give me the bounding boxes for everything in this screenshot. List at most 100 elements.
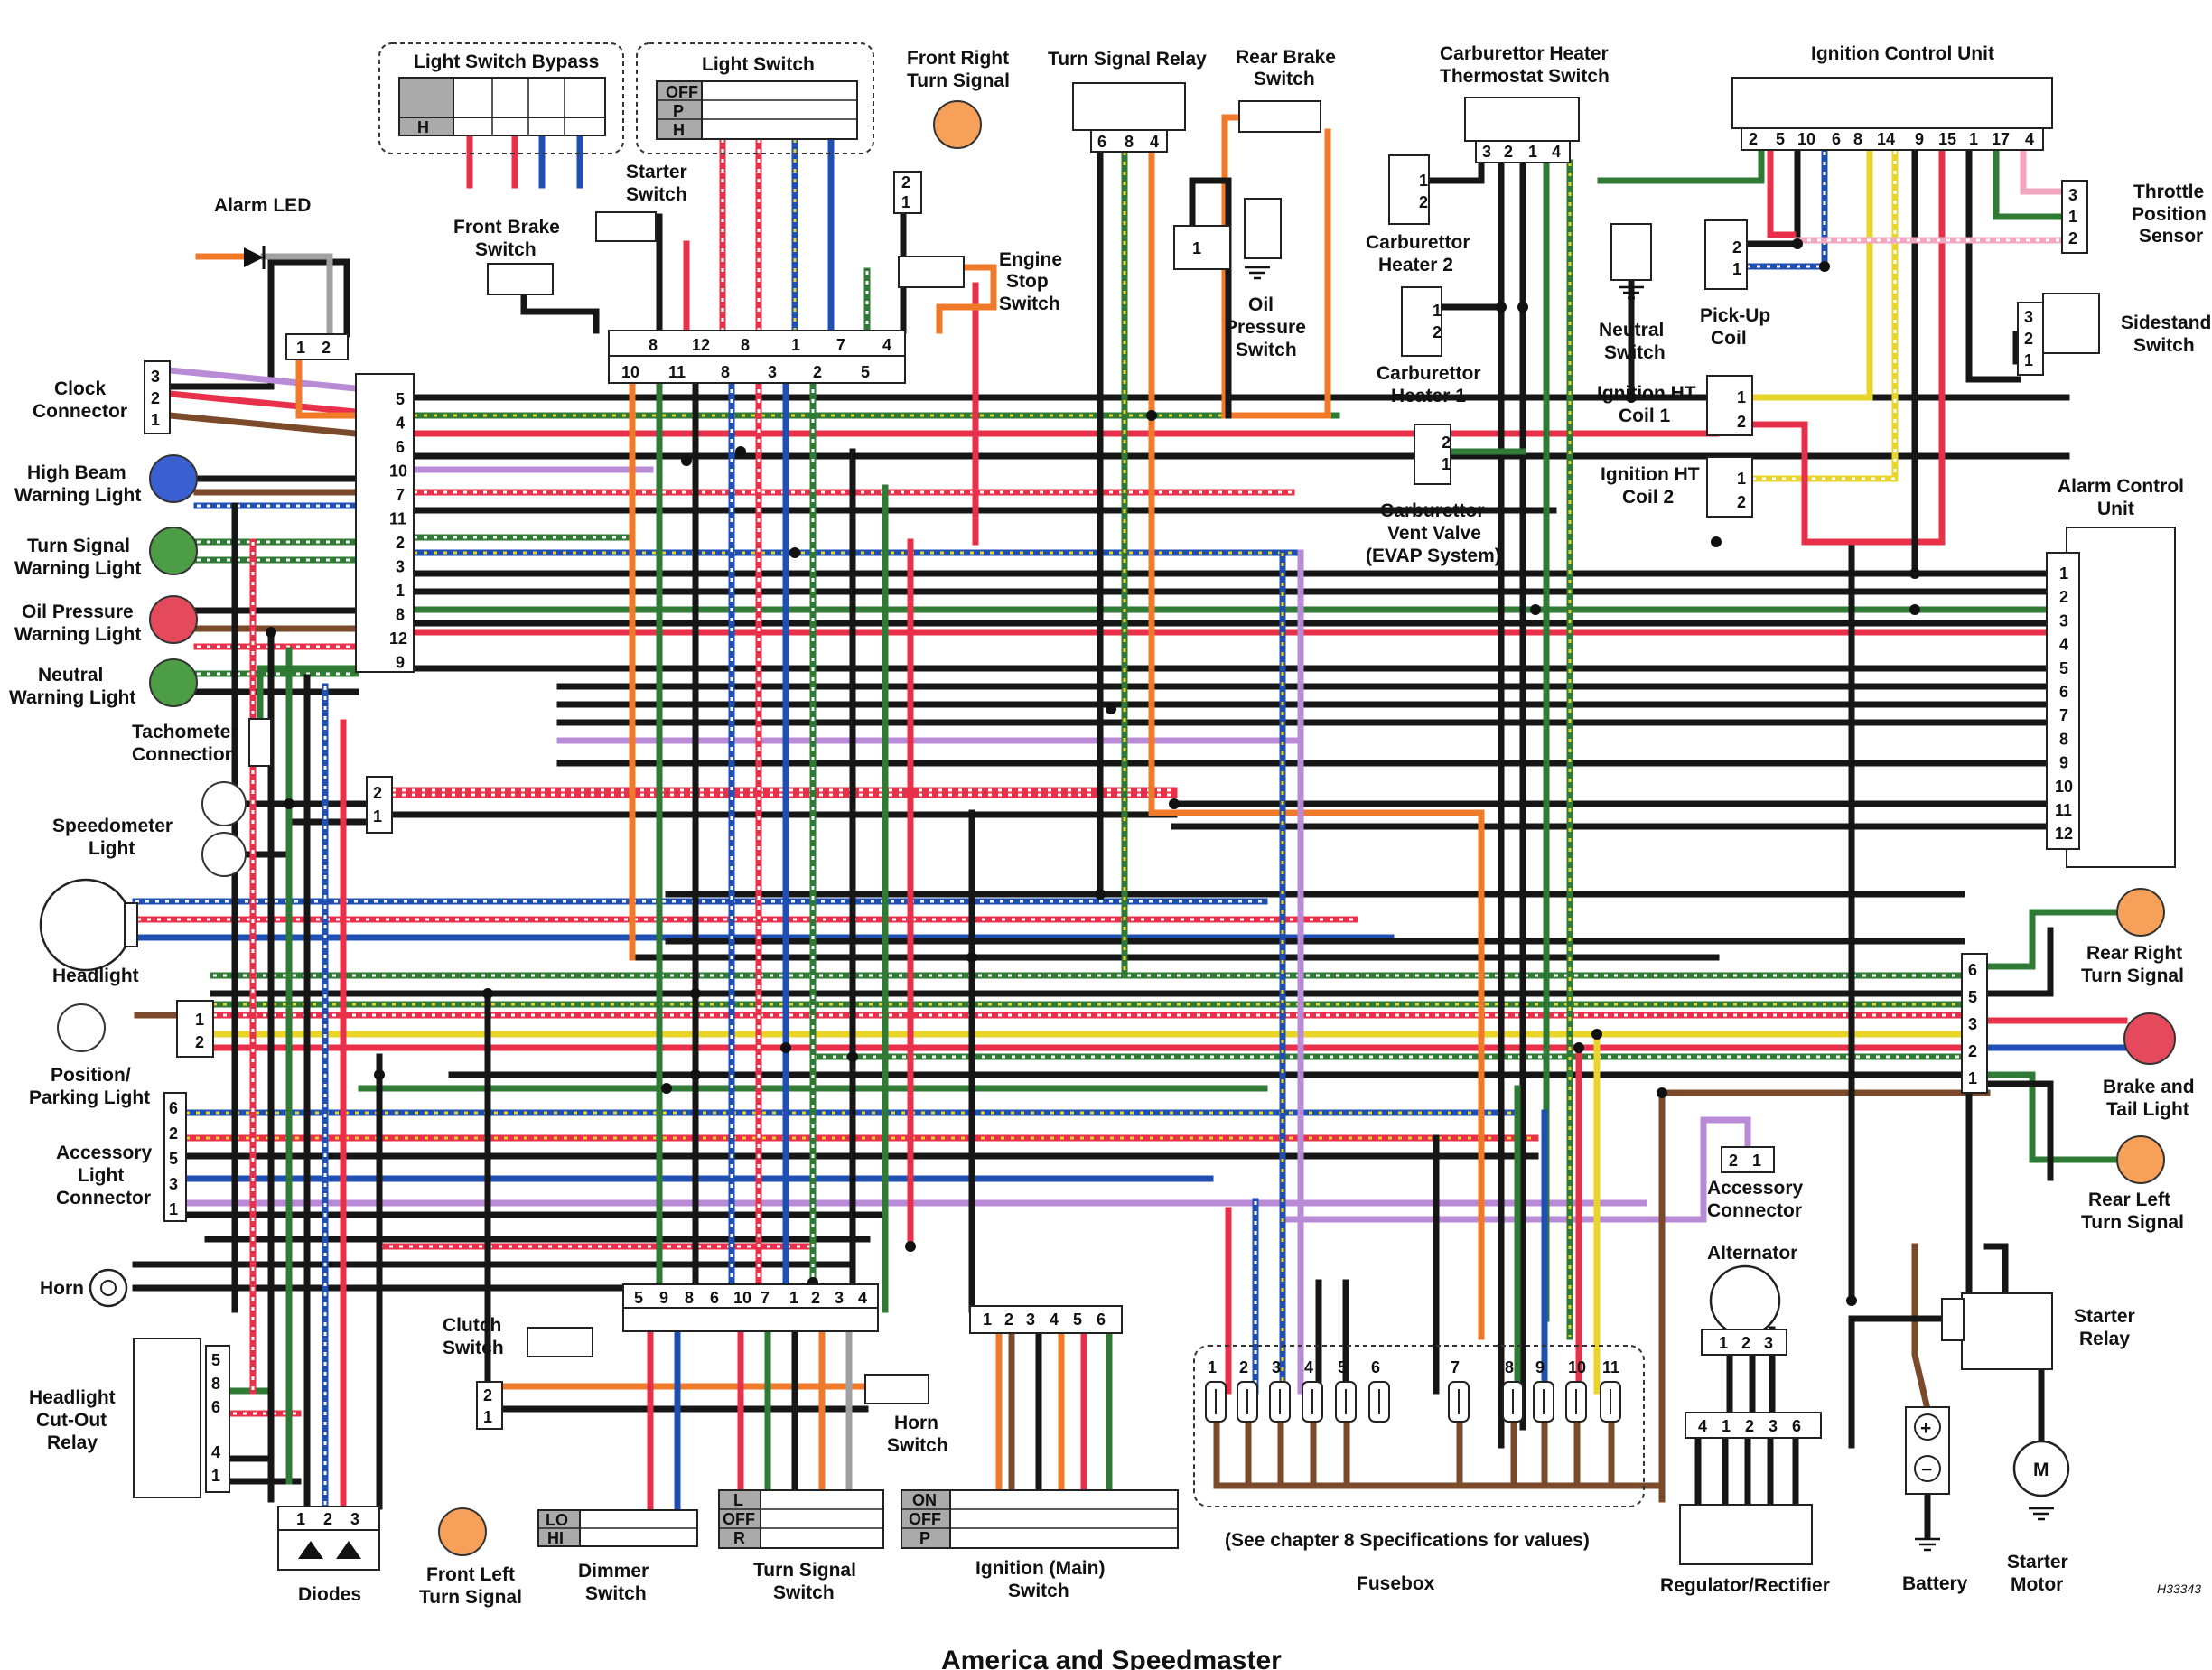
wire [2020, 146, 2066, 195]
clutch-switch: Clutch Switch [443, 1315, 593, 1358]
svg-text:Heater 1: Heater 1 [1391, 386, 1466, 406]
junction-dot [1106, 704, 1116, 714]
svg-text:2: 2 [1732, 238, 1741, 257]
position-parking-light: 1 2 Position/ Parking Light [29, 1000, 214, 1108]
junction-dot [1496, 302, 1507, 313]
svg-text:3: 3 [2068, 186, 2077, 204]
svg-text:1: 1 [195, 1011, 204, 1029]
svg-text:Horn: Horn [894, 1413, 938, 1433]
junction-dot [374, 1069, 385, 1080]
bulb-icon [201, 832, 247, 877]
svg-text:Neutral: Neutral [38, 665, 103, 686]
svg-text:1: 1 [791, 336, 800, 354]
bulb-icon [201, 781, 247, 826]
svg-text:Sensor: Sensor [2139, 226, 2203, 247]
svg-text:Tail Light: Tail Light [2106, 1099, 2189, 1120]
lh-switch-pin: 10 [733, 1289, 751, 1307]
motor-icon [2012, 1440, 2070, 1497]
svg-text:8: 8 [649, 336, 658, 354]
svg-text:Tachometer: Tachometer [132, 722, 238, 742]
wire [1189, 177, 1232, 419]
svg-text:OFF: OFF [723, 1510, 755, 1528]
svg-text:Speedometer: Speedometer [52, 816, 173, 836]
svg-text:Turn Signal: Turn Signal [907, 70, 1010, 91]
bulb-icon [57, 1003, 106, 1052]
junction-dot [789, 547, 800, 558]
junction-dot [1530, 604, 1541, 615]
svg-text:Ignition HT: Ignition HT [1601, 464, 1700, 485]
sidestand-switch: 3 2 1 Sidestand Switch [2017, 293, 2211, 376]
svg-text:2: 2 [1737, 493, 1746, 511]
engine-stop-switch: Engine Stop Switch [898, 249, 1062, 314]
svg-text:2: 2 [373, 784, 382, 802]
light-switch: Light Switch OFF P H [636, 42, 874, 154]
svg-text:1: 1 [373, 807, 382, 826]
svg-text:1: 1 [483, 1408, 492, 1426]
svg-text:2: 2 [1745, 1417, 1754, 1435]
wire [1148, 148, 1485, 1340]
svg-text:1: 1 [1737, 388, 1746, 406]
svg-text:3: 3 [1769, 1417, 1778, 1435]
junction-dot [966, 952, 977, 963]
alarm-pin: 9 [2059, 754, 2068, 772]
junction-dot [1573, 1042, 1584, 1053]
light-switch-row-off: OFF [666, 83, 698, 101]
svg-text:Thermostat Switch: Thermostat Switch [1440, 66, 1610, 87]
lh-switch-pin: 6 [710, 1289, 719, 1307]
svg-text:Warning Light: Warning Light [14, 558, 141, 579]
alarm-pin: 5 [2059, 659, 2068, 677]
alarm-led: Alarm LED 1 2 [214, 195, 349, 360]
lh-switch-pin: 3 [835, 1289, 844, 1307]
svg-text:Coil: Coil [1711, 328, 1747, 349]
led-icon [244, 247, 264, 267]
svg-text:M: M [2033, 1460, 2049, 1480]
junction-dot [482, 988, 493, 999]
svg-text:1: 1 [1737, 470, 1746, 488]
svg-text:3: 3 [1026, 1311, 1035, 1329]
svg-text:Motor: Motor [2011, 1574, 2063, 1595]
dimmer-switch: LO HI Dimmer Switch [537, 1509, 698, 1604]
light-switch-row-p: P [673, 102, 684, 120]
svg-text:5: 5 [1073, 1311, 1082, 1329]
svg-text:Turn Signal: Turn Signal [753, 1560, 856, 1581]
carburettor-heater-2: 1 2 Carburettor Heater 2 [1366, 154, 1470, 275]
svg-text:1: 1 [1969, 130, 1978, 148]
oil-pressure-switch: 1 Oil Pressure Switch [1173, 198, 1306, 360]
svg-text:12: 12 [692, 336, 710, 354]
svg-text:Headlight: Headlight [29, 1387, 116, 1408]
fuse-number: 8 [1505, 1358, 1514, 1376]
svg-text:Light: Light [78, 1165, 124, 1186]
headlight-cut-out-relay: 5 8 6 4 1 Headlight Cut-Out Relay [29, 1338, 230, 1498]
junction-dot [661, 1083, 672, 1094]
svg-text:Starter: Starter [2074, 1306, 2135, 1327]
svg-text:Front Right: Front Right [907, 48, 1009, 69]
svg-text:1: 1 [169, 1200, 178, 1218]
svg-text:Accessory: Accessory [1707, 1178, 1804, 1199]
svg-text:5: 5 [861, 363, 870, 381]
svg-text:8: 8 [721, 363, 730, 381]
svg-text:10: 10 [1797, 130, 1815, 148]
svg-text:2: 2 [1004, 1311, 1013, 1329]
light-switch-row-h: H [673, 121, 685, 139]
wire [166, 367, 359, 392]
wire [1983, 1080, 2054, 1181]
svg-text:Unit: Unit [2097, 499, 2134, 519]
junction-dot [284, 798, 294, 809]
diagram-title: America and Speedmaster [941, 1646, 1282, 1670]
svg-text:Warning Light: Warning Light [14, 624, 141, 645]
svg-text:9: 9 [1915, 130, 1924, 148]
wire [1848, 538, 1913, 1304]
fuse-number: 11 [1602, 1358, 1619, 1376]
alarm-pin: 11 [2055, 801, 2072, 819]
svg-text:1: 1 [1732, 260, 1741, 278]
junction-dot [780, 1042, 791, 1053]
wire [520, 276, 600, 334]
fuse-number: 3 [1272, 1358, 1281, 1376]
instrument-pin: 9 [396, 654, 405, 672]
svg-text:Pick-Up: Pick-Up [1700, 305, 1770, 326]
ignition-ht-coil-2: 1 2 Ignition HT Coil 2 [1601, 456, 1753, 518]
svg-text:15: 15 [1938, 130, 1956, 148]
svg-text:Relay: Relay [47, 1432, 98, 1453]
svg-text:High Beam: High Beam [27, 462, 126, 483]
lh-switch-pin: 2 [811, 1289, 820, 1307]
